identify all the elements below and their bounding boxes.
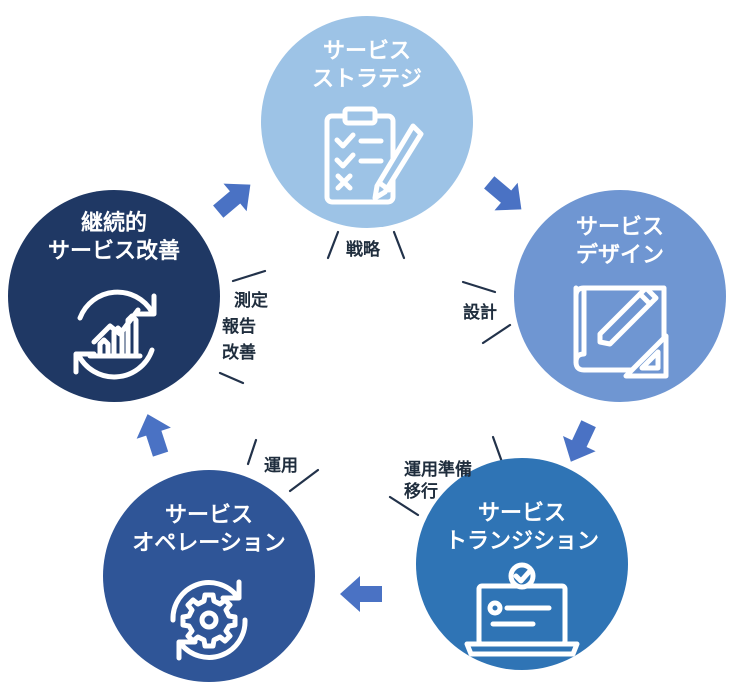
tick-design-top <box>461 280 497 294</box>
label-transition-2: 移行 <box>404 482 438 502</box>
tick-improvement-top <box>231 269 267 283</box>
node-service-transition: サービス トランジション <box>416 458 628 670</box>
blueprint-pencil-icon <box>573 285 669 379</box>
arrow-design-to-transition <box>562 420 596 462</box>
tick-operation-top <box>246 438 258 466</box>
label-strategy: 戦略 <box>346 240 380 260</box>
label-operation: 運用 <box>264 456 298 476</box>
node-title: サービス デザイン <box>575 215 664 268</box>
laptop-check-icon <box>464 562 580 657</box>
label-transition-1: 運用準備 <box>404 460 472 480</box>
node-continual-improvement: 継続的 サービス改善 <box>8 190 220 402</box>
node-title: サービス ストラテジ <box>311 39 422 92</box>
tick-design-bottom <box>481 323 512 345</box>
node-title: 継続的 サービス改善 <box>47 211 180 264</box>
clipboard-check-icon <box>324 106 424 205</box>
node-service-strategy: サービス ストラテジ <box>261 16 473 228</box>
tick-transition-top <box>491 435 504 464</box>
tick-transition-bottom <box>388 495 420 517</box>
arrow-transition-to-operation <box>340 576 382 612</box>
gear-cycle-icon <box>170 579 248 661</box>
node-title: サービス トランジション <box>444 501 599 554</box>
tick-improvement-bottom <box>218 371 245 385</box>
node-service-operation: サービス オペレーション <box>103 470 315 682</box>
label-design: 設計 <box>463 303 497 323</box>
arrow-improvement-to-strategy <box>213 183 251 218</box>
tick-operation-bottom <box>288 468 320 493</box>
growth-chart-cycle-icon <box>73 289 157 380</box>
label-improvement-3: 改善 <box>222 343 256 363</box>
node-title: サービス オペレーション <box>132 503 286 556</box>
arrow-strategy-to-design <box>484 176 522 211</box>
tick-strategy-right <box>392 230 406 260</box>
label-improvement-1: 測定 <box>234 291 268 311</box>
node-service-design: サービス デザイン <box>514 190 726 402</box>
arrow-operation-to-improvement <box>136 414 171 457</box>
tick-strategy-left <box>326 230 340 260</box>
flow-arrows <box>136 176 596 612</box>
label-improvement-2: 報告 <box>222 317 256 337</box>
